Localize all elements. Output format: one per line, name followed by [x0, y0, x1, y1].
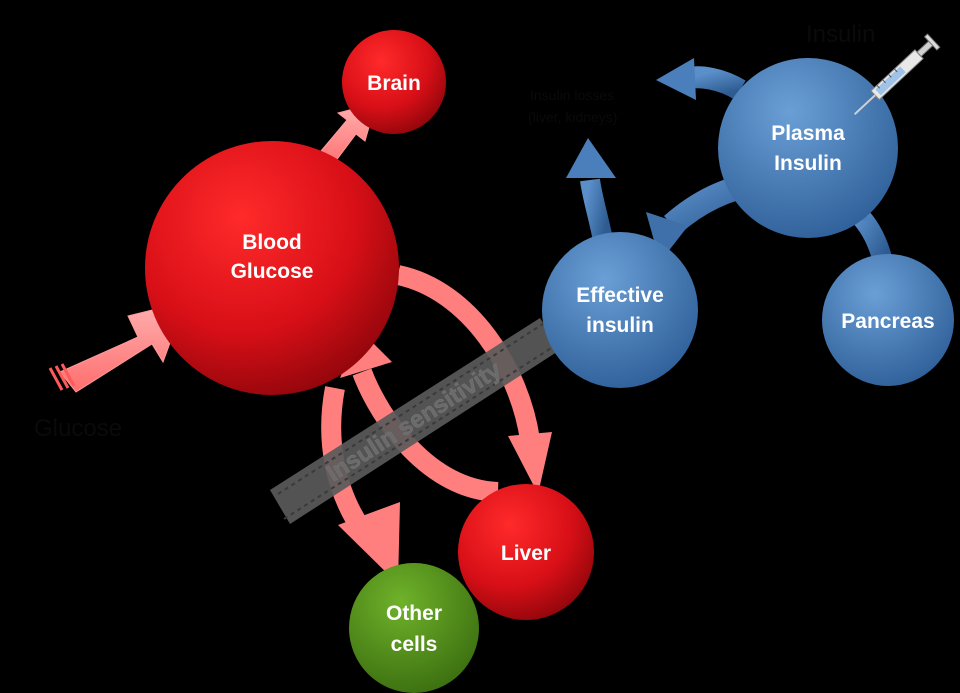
blood-glucose-label-line2: Glucose [231, 260, 314, 283]
effective-to-losses-arrow [566, 138, 616, 242]
node-blood-glucose: Blood Glucose [145, 141, 399, 395]
node-brain: Brain [342, 30, 446, 134]
insulin-input-label: Insulin [806, 21, 875, 48]
node-plasma-insulin: Plasma Insulin [718, 58, 898, 238]
node-liver: Liver [458, 484, 594, 620]
plasma-to-losses-arrow [656, 58, 746, 100]
node-pancreas: Pancreas [822, 254, 954, 386]
node-other-cells: Other cells [349, 563, 479, 693]
effective-insulin-label-line2: insulin [586, 314, 654, 337]
glucose-input-label: Glucose [34, 415, 122, 442]
syringe-icon [853, 33, 941, 116]
effective-insulin-label-line1: Effective [576, 284, 664, 307]
insulin-losses-label-line1: Insulin losses [530, 87, 614, 103]
glucose-input-arrow [48, 301, 186, 393]
blood-glucose-label-line1: Blood [242, 231, 301, 254]
other-cells-label-line1: Other [386, 602, 442, 625]
insulin-losses-label-line2: (liver, kidneys) [528, 109, 617, 125]
other-cells-label-line2: cells [391, 633, 438, 656]
insulin-sensitivity-label: Insulin sensitivity [322, 356, 507, 487]
liver-to-glucose-arrow [340, 330, 499, 502]
brain-label: Brain [367, 72, 421, 95]
plasma-insulin-label-line2: Insulin [774, 152, 842, 175]
liver-label: Liver [501, 542, 551, 565]
node-effective-insulin: Effective insulin [542, 232, 698, 388]
pancreas-label: Pancreas [841, 310, 934, 333]
plasma-insulin-label-line1: Plasma [771, 122, 845, 145]
glucose-to-liver-arrow [395, 265, 552, 494]
